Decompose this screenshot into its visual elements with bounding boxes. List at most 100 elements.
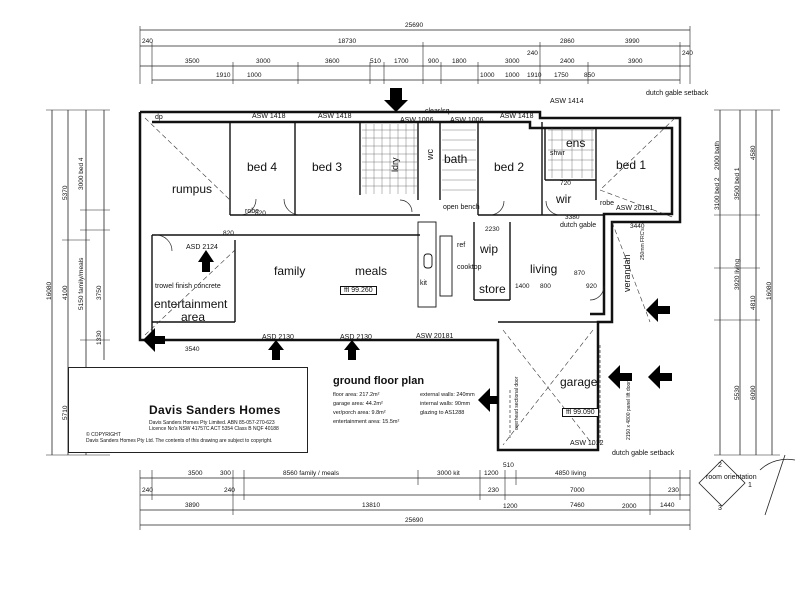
room-orientation-note: room orientation xyxy=(706,474,757,481)
room-bed-4: bed 4 xyxy=(247,160,278,174)
left-dim: 1330 xyxy=(96,330,103,345)
room-bed-3: bed 3 xyxy=(312,160,343,174)
floor-area: floor area: 217.2m² xyxy=(333,392,380,398)
left-dim: 3000 bed 4 xyxy=(78,157,85,190)
top-dim: 3900 xyxy=(628,58,643,65)
bottom-dim: 240 xyxy=(224,487,235,494)
internal-walls: internal walls: 90mm xyxy=(420,401,471,407)
room-kit: kit xyxy=(420,280,427,287)
window-tag: ASW 1006 xyxy=(400,117,434,124)
top-dim: 240 xyxy=(142,38,153,45)
company-legal: Davis Sanders Homes Pty Limited. ABN 85-… xyxy=(149,420,279,432)
room-area: area xyxy=(181,310,206,324)
robe-note: robe xyxy=(600,200,615,207)
right-dim: 6090 xyxy=(750,385,757,400)
ffl-garage-label: ffl 99.090 xyxy=(562,408,599,417)
area-specs: floor area: 217.2m² garage area: 44.2m² … xyxy=(333,391,399,427)
dutch-gable-mid-note: dutch gable xyxy=(560,222,597,229)
plan-title: ground floor plan xyxy=(333,375,425,387)
window-tag: ASW 1418 xyxy=(318,113,352,120)
top-dim: 3000 xyxy=(505,58,520,65)
left-dim: 3750 xyxy=(96,285,103,300)
bottom-dim: 230 xyxy=(488,487,499,494)
top-dim: 240 xyxy=(527,50,538,57)
orientation-number: 2 xyxy=(718,462,722,469)
bottom-dim: 1200 xyxy=(484,470,499,477)
inner-dim: 720 xyxy=(560,180,571,187)
right-dim: 3500 bed 1 xyxy=(734,167,741,200)
bottom-dim: 7000 xyxy=(570,487,585,494)
room-garage: garage xyxy=(560,375,598,389)
verandah-area: ver/porch area: 9.8m² xyxy=(333,410,386,416)
cooktop-note: cooktop xyxy=(457,264,482,271)
glazing-note: glazing to AS1288 xyxy=(420,410,465,416)
inner-dim: 920 xyxy=(586,283,597,290)
room-wc: wc xyxy=(425,149,435,160)
top-dim: 510 xyxy=(370,58,381,65)
door-tag: ASD 2124 xyxy=(186,244,218,251)
frc-note: 250mm FRC's xyxy=(640,228,646,260)
trowel-note: trowel finish concrete xyxy=(155,283,221,290)
top-dim: 3500 xyxy=(185,58,200,65)
top-dim: 1000 xyxy=(505,72,520,79)
top-dim: 1000 xyxy=(247,72,262,79)
top-dim: 1750 xyxy=(554,72,569,79)
bottom-dim: 1200 xyxy=(503,503,518,510)
room-ens: ens xyxy=(566,136,586,150)
wall-specs: external walls: 240mm internal walls: 90… xyxy=(420,391,475,418)
clear-sq-note: clear/sq xyxy=(425,108,450,115)
bottom-dim: 230 xyxy=(668,487,679,494)
shwr-note: shwr xyxy=(550,150,565,157)
dutch-gable-bottom-note: dutch gable setback xyxy=(612,450,675,457)
top-dim: 1700 xyxy=(394,58,409,65)
bottom-dim: 510 xyxy=(503,462,514,469)
top-dim: 1800 xyxy=(452,58,467,65)
room-bed-1: bed 1 xyxy=(616,158,647,172)
inner-dim: 820 xyxy=(255,210,266,217)
entertainment-area: entertainment area: 15.5m² xyxy=(333,419,400,425)
window-tag: ASW 1012 xyxy=(570,440,604,447)
inner-dim: 800 xyxy=(540,283,551,290)
robe-note: robe xyxy=(245,208,260,215)
top-dim: 1000 xyxy=(480,72,495,79)
bottom-dim: 13810 xyxy=(362,502,381,509)
room-verandah: verandah xyxy=(622,254,632,292)
right-dim: 5530 xyxy=(734,385,741,400)
bottom-dim: 4850 living xyxy=(555,470,587,477)
overhead-door-note: overhead sectional door xyxy=(514,376,520,430)
bottom-dim: 7460 xyxy=(570,502,585,509)
top-dim: 18730 xyxy=(338,38,357,45)
bottom-dim: 8560 family / meals xyxy=(283,470,339,477)
garage-area: garage area: 44.2m² xyxy=(333,401,383,407)
window-tag: ASW 1006 xyxy=(450,117,484,124)
brand-title-block: Davis Sanders Homes Davis Sanders Homes … xyxy=(68,367,308,453)
door-tag: ASD 2130 xyxy=(262,334,294,341)
orientation-number: 1 xyxy=(748,482,752,489)
overall-top-dim: 25690 xyxy=(405,22,424,29)
dp-note: dp xyxy=(155,114,163,121)
top-dim: 3600 xyxy=(325,58,340,65)
panel-lift-door-note: 2150 x 4800 panel lift door xyxy=(626,381,632,440)
ref-note: ref xyxy=(457,242,466,249)
room-wip: wip xyxy=(480,242,499,256)
bottom-dim: 3890 xyxy=(185,502,200,509)
bottom-dim: 3500 xyxy=(188,470,203,477)
window-tag: ASW 1414 xyxy=(550,98,584,105)
door-tag: ASD 2130 xyxy=(340,334,372,341)
dutch-gable-top-note: dutch gable setback xyxy=(646,90,709,97)
company-name: Davis Sanders Homes xyxy=(149,403,281,417)
room-wir: wir xyxy=(556,192,572,206)
bottom-dim: 3000 kit xyxy=(437,470,460,477)
window-tag: ASW 1418 xyxy=(500,113,534,120)
right-dim: 2000 bath xyxy=(714,141,721,170)
bottom-dim: 2000 xyxy=(622,503,637,510)
overall-bottom-dim: 25690 xyxy=(405,517,424,524)
room-bath: bath xyxy=(444,152,468,166)
inner-dim: 1400 xyxy=(515,283,530,290)
right-dim: 3100 bed 2 xyxy=(714,177,721,210)
legal-line-2: Licence No's NSW 41757C ACT 5354 Class B… xyxy=(149,426,279,432)
room-rumpus: rumpus xyxy=(172,182,213,196)
inner-dim: 870 xyxy=(574,270,585,277)
room-store: store xyxy=(479,282,506,296)
left-dim: 4100 xyxy=(62,285,69,300)
